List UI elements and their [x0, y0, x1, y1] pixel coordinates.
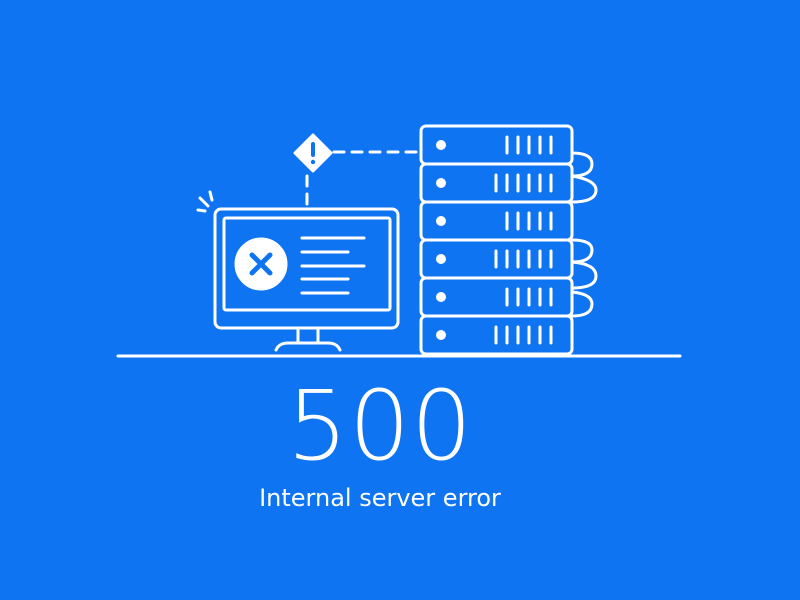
- server-unit: [419, 162, 574, 204]
- spark-icon: [196, 190, 214, 213]
- warning-diamond-icon: [293, 133, 333, 173]
- error-code: 500: [286, 370, 474, 482]
- error-message: Internal server error: [259, 484, 501, 512]
- server-rack-icon: [419, 124, 574, 356]
- server-unit: [419, 200, 574, 242]
- monitor-icon: [213, 207, 400, 352]
- error-x-icon: [234, 237, 288, 291]
- monitor-text-lines: [300, 236, 366, 295]
- server-unit: [419, 276, 574, 318]
- server-unit: [419, 238, 574, 280]
- server-unit: [419, 124, 574, 166]
- dashed-connector: [305, 150, 422, 210]
- server-cables: [570, 151, 598, 318]
- server-unit: [419, 314, 574, 356]
